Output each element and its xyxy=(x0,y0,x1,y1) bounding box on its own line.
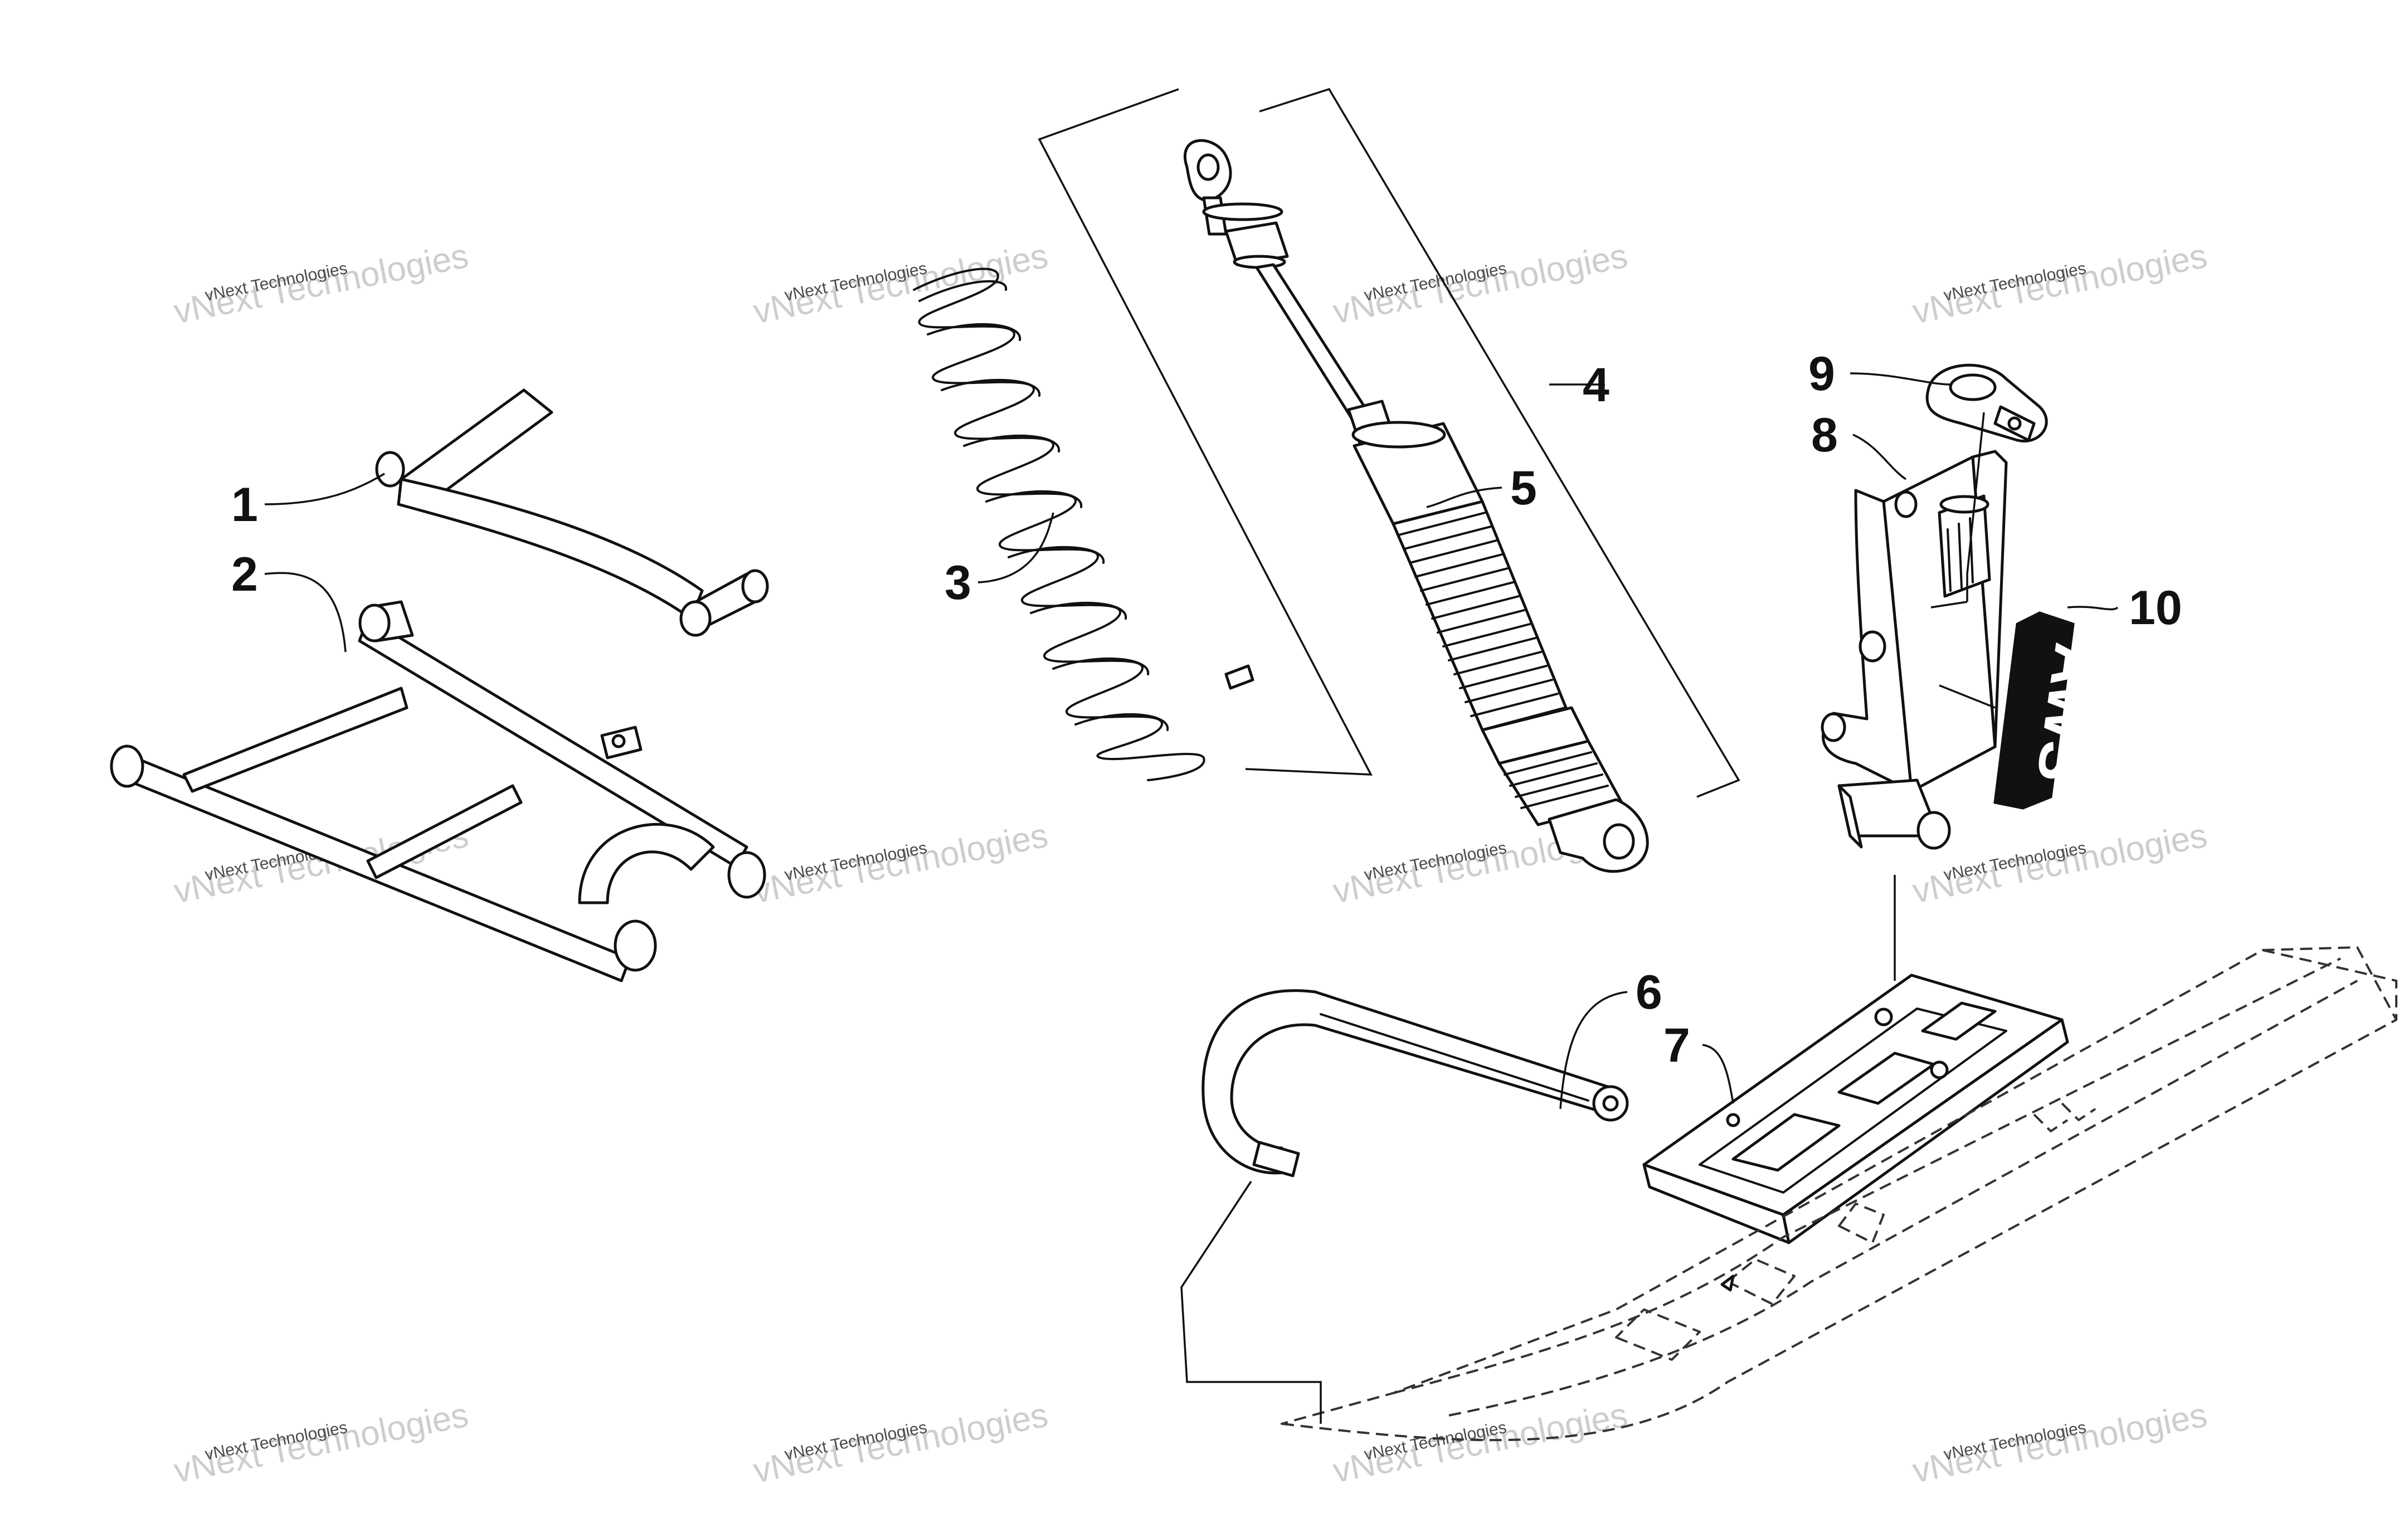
aws-decal: AWS xyxy=(1993,611,2111,810)
lower-a-arm xyxy=(110,600,766,982)
steering-clamp xyxy=(1925,363,2048,442)
callout-2: 2 xyxy=(231,548,258,601)
callout-10: 10 xyxy=(2129,581,2182,635)
callout-6: 6 xyxy=(1636,966,1662,1019)
callout-7: 7 xyxy=(1663,1019,1690,1072)
callout-1: 1 xyxy=(231,478,258,532)
callout-9: 9 xyxy=(1808,347,1835,401)
ski-loop xyxy=(1201,989,1629,1177)
callout-3: 3 xyxy=(945,556,971,610)
callout-5: 5 xyxy=(1510,461,1537,515)
leader-lines xyxy=(264,372,2119,1424)
shock-assembly-bracket xyxy=(1038,87,1740,798)
callout-4: 4 xyxy=(1583,358,1609,412)
ski xyxy=(1281,946,2397,1442)
coil-spring xyxy=(913,267,1254,781)
callout-labels: 1 2 3 4 5 6 7 8 9 10 xyxy=(231,347,2182,1072)
spindle xyxy=(1821,450,2008,850)
upper-a-arm xyxy=(375,388,769,637)
callout-8: 8 xyxy=(1811,408,1838,462)
ski-saddle xyxy=(1642,974,2069,1244)
